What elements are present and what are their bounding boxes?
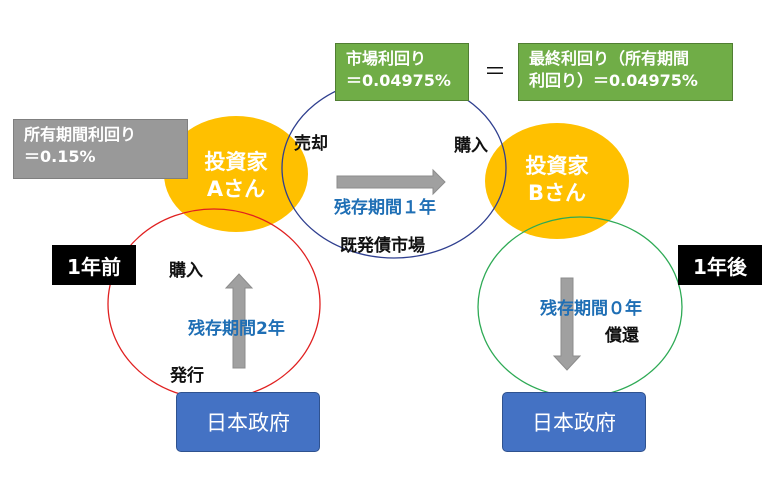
- equals-sign: ＝: [484, 60, 507, 85]
- sell-label: 売却: [294, 134, 328, 154]
- investor-b-line1: 投資家: [525, 154, 589, 178]
- up-arrow: [224, 273, 254, 369]
- final-yield-box: 最終利回り（所有期間 利回り）＝0.04975%: [518, 43, 733, 101]
- government-left-box: 日本政府: [176, 392, 320, 452]
- investor-b-line2: Bさん: [527, 181, 586, 205]
- government-right-box: 日本政府: [502, 392, 646, 452]
- investor-a-circle: [164, 116, 308, 232]
- investor-a-line2: Aさん: [206, 177, 266, 201]
- right-arrow: [336, 168, 446, 196]
- market-yield-line1: 市場利回り: [346, 49, 427, 68]
- buy-b-label: 購入: [454, 136, 488, 156]
- one-year-before-circle: [107, 208, 321, 400]
- market-yield-box: 市場利回り ＝0.04975%: [335, 43, 469, 101]
- holding-yield-line2: ＝0.15%: [24, 147, 96, 166]
- market-yield-line2: ＝0.04975%: [346, 71, 451, 90]
- down-arrow: [552, 277, 582, 371]
- remaining-2y-label: 残存期間2年: [188, 319, 285, 339]
- redemption-label: 償還: [605, 326, 639, 346]
- one-year-before-tag: 1年前: [52, 245, 136, 285]
- investor-b-circle: [485, 123, 629, 239]
- secondary-market-label: 既発債市場: [340, 236, 425, 256]
- buy-a-label: 購入: [169, 261, 203, 281]
- final-yield-line1: 最終利回り（所有期間: [529, 49, 690, 68]
- one-year-after-tag: 1年後: [678, 245, 762, 285]
- investor-b-label: 投資家 Bさん: [497, 153, 617, 207]
- issue-label: 発行: [170, 366, 204, 386]
- investor-a-label: 投資家 Aさん: [176, 149, 296, 203]
- final-yield-line2: 利回り）＝0.04975%: [529, 71, 698, 90]
- investor-a-line1: 投資家: [204, 150, 268, 174]
- remaining-1y-label: 残存期間１年: [334, 198, 436, 218]
- remaining-0y-label: 残存期間０年: [540, 299, 642, 319]
- holding-yield-line1: 所有期間利回り: [24, 125, 137, 144]
- holding-yield-box: 所有期間利回り ＝0.15%: [13, 119, 188, 179]
